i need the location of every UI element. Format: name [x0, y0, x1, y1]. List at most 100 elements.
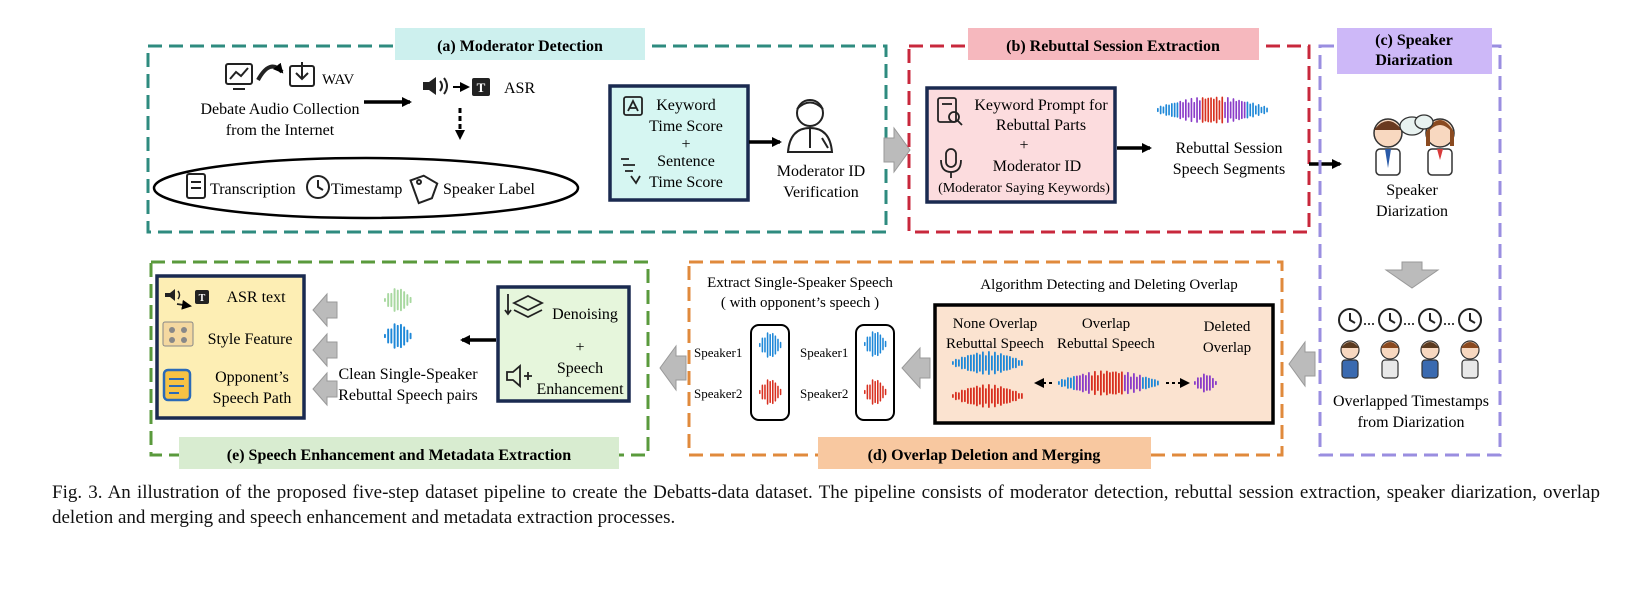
- waveform-bar: [991, 388, 993, 404]
- waveform-bar: [1058, 381, 1060, 385]
- waveform-bar: [1210, 97, 1212, 123]
- waveform-bar: [1194, 381, 1196, 385]
- verif-line2: Verification: [783, 184, 859, 201]
- svg-text:T: T: [477, 80, 486, 95]
- waveform-bar: [955, 358, 957, 368]
- waveform-bar: [1221, 96, 1224, 124]
- waveform-bar: [1009, 356, 1011, 370]
- waveform-bar: [759, 342, 761, 348]
- waveform-bar: [1227, 97, 1229, 123]
- waveform-bar: [955, 391, 957, 401]
- waveform-bar: [1003, 388, 1005, 404]
- waveform-bar: [1206, 375, 1208, 391]
- waveform-bar: [1079, 375, 1081, 391]
- algo-label: Algorithm Detecting and Deleting Overlap: [980, 277, 1237, 293]
- waveform-bar: [871, 379, 874, 405]
- waveform-bar: [774, 382, 777, 402]
- waveform-bar: [874, 332, 876, 356]
- person-icon: [1420, 340, 1440, 379]
- left-waveform-speaker1: [759, 332, 782, 358]
- waveform-bar: [403, 291, 406, 309]
- waveform-bar: [1229, 101, 1232, 119]
- timestamp-label: Timestamp: [331, 181, 402, 198]
- waveform-bar: [1154, 379, 1156, 387]
- waveform-bar: [1232, 98, 1235, 122]
- waveform-bar: [779, 388, 782, 396]
- arrow-d-to-e: [659, 344, 687, 392]
- modid-label: Moderator ID: [993, 158, 1081, 175]
- text-t-icon: T: [472, 78, 490, 96]
- deleted-overlap-waveform: [1194, 373, 1217, 393]
- layers-icon: [504, 294, 545, 319]
- waveform-bar: [1224, 101, 1226, 119]
- waveform-bar: [1003, 355, 1005, 371]
- search-doc-icon: [937, 97, 963, 126]
- waveform-bar: [967, 388, 969, 404]
- sent-line1: Sentence: [657, 153, 715, 170]
- waveform-bar: [396, 324, 399, 348]
- clock-icon: [306, 175, 330, 199]
- collection-line2: from the Internet: [226, 122, 335, 139]
- waveform-bar: [390, 292, 393, 308]
- waveform-bar: [761, 384, 764, 400]
- stage-d-title: (d) Overlap Deletion and Merging: [868, 447, 1101, 464]
- waveform-bar: [393, 288, 396, 312]
- microphone-icon: [940, 148, 962, 178]
- waveform-bar: [884, 388, 887, 396]
- waveform-bar: [985, 355, 987, 371]
- none-line1: None Overlap: [953, 316, 1038, 332]
- none-overlap-waveform-blue: [952, 351, 1023, 375]
- waveform-bar: [409, 332, 412, 340]
- asr-output-ellipse: [152, 156, 580, 220]
- stage-b-title: (b) Rebuttal Session Extraction: [1006, 38, 1220, 55]
- waveform-bar: [1179, 100, 1182, 120]
- waveform-bar: [1173, 102, 1176, 118]
- waveform-bar: [1151, 378, 1153, 388]
- left-waveform-speaker2: [759, 379, 782, 405]
- waveform-bar: [1018, 392, 1020, 400]
- waveform-bar: [1070, 377, 1072, 389]
- waveform-bar: [1159, 105, 1162, 115]
- ovl-line1: Overlap: [1082, 316, 1130, 332]
- speaker1-left: Speaker1: [694, 345, 742, 360]
- waveform-bar: [393, 323, 396, 349]
- verif-line1: Moderator ID: [777, 163, 865, 180]
- waveform-bar: [384, 333, 386, 339]
- waveform-bar: [979, 354, 981, 372]
- stage-e-title-bg: [179, 437, 619, 469]
- waveform-bar: [994, 351, 996, 375]
- monitor-icon: [225, 63, 253, 90]
- clean-waveform-green: [384, 288, 412, 312]
- seg-line2: Speech Segments: [1173, 161, 1285, 178]
- extract-right-box: [855, 324, 895, 421]
- wav-label: WAV: [322, 72, 354, 88]
- waveform-bar: [970, 387, 972, 405]
- waveform-bar: [387, 293, 390, 307]
- waveform-bar: [958, 359, 960, 367]
- clean-line2: Rebuttal Speech pairs: [338, 387, 478, 404]
- right-waveform-speaker2: [864, 379, 887, 405]
- style-feature-label: Style Feature: [208, 331, 293, 348]
- kw-line1: Keyword: [656, 97, 716, 114]
- waveform-bar: [1249, 103, 1252, 117]
- waveform-bar: [871, 331, 874, 357]
- waveform-bar: [1207, 97, 1210, 123]
- style-feature-icon: [162, 321, 194, 347]
- waveform-bar: [1212, 377, 1214, 389]
- asr-small-icon: T: [165, 289, 209, 310]
- speaker1-right: Speaker1: [800, 345, 848, 360]
- clipboard-icon: [186, 173, 206, 199]
- prompt-line1: Keyword Prompt for: [974, 97, 1108, 114]
- waveform-bar: [772, 332, 774, 358]
- stage-e-title: (e) Speech Enhancement and Metadata Extr…: [227, 447, 572, 464]
- waveform-bar: [1171, 102, 1173, 118]
- waveform-bar: [1000, 386, 1002, 406]
- moderator-icon: [786, 99, 834, 153]
- asr-label: ASR: [504, 80, 535, 97]
- waveform-bar: [1199, 100, 1201, 120]
- rebuttal-waveform-icon: [1157, 96, 1268, 124]
- waveform-bar: [1073, 375, 1075, 391]
- two-speakers-icon: [1373, 114, 1455, 176]
- waveform-bar: [1148, 377, 1150, 389]
- arrow-algo-to-extract: [901, 346, 931, 390]
